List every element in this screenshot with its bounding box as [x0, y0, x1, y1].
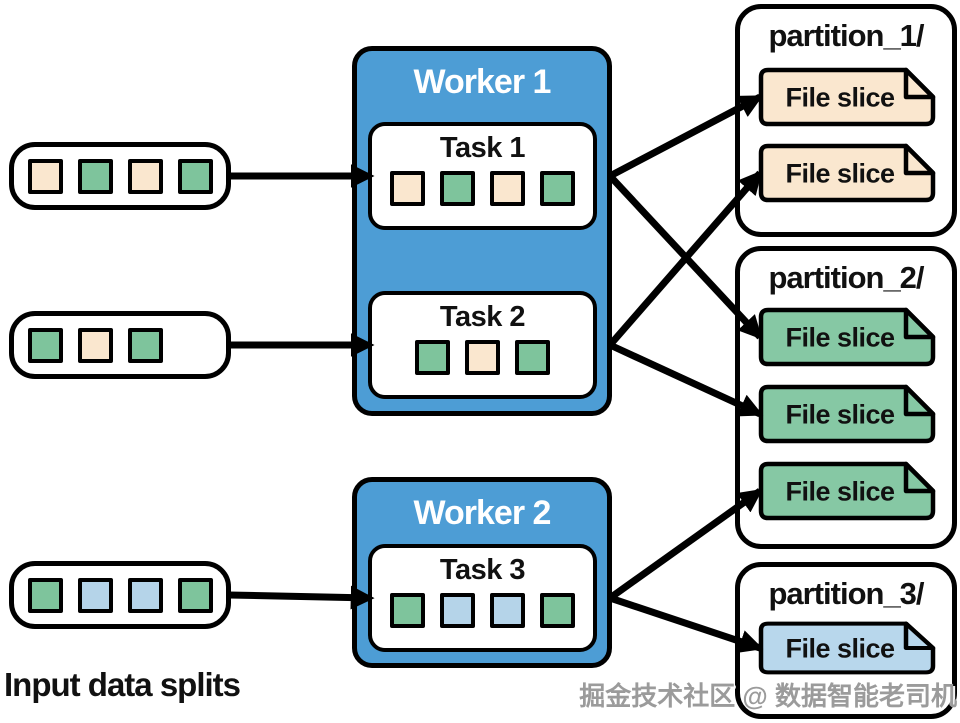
data-block: [78, 158, 113, 194]
data-block: [78, 577, 113, 613]
file-slice: File slice: [757, 66, 937, 128]
file-slice: File slice: [757, 383, 937, 445]
task-3-box: Task 3: [368, 544, 597, 652]
data-block: [440, 593, 475, 628]
task-1-box: Task 1: [368, 122, 597, 230]
data-block: [540, 171, 575, 206]
task-1-title: Task 1: [439, 132, 526, 164]
file-slice-label: File slice: [785, 476, 895, 507]
task-2-box: Task 2: [368, 291, 597, 399]
data-block: [178, 158, 213, 194]
data-block: [540, 593, 575, 628]
input-split-1: [9, 142, 231, 210]
data-block: [415, 340, 450, 375]
partition-2-box: partition_2/ File slice File slice File …: [735, 246, 957, 549]
file-slice-label: File slice: [785, 633, 895, 664]
partition-3-box: partition_3/ File slice: [735, 562, 957, 719]
input-data-splits-label: Input data splits: [4, 666, 241, 703]
partition-2-title: partition_2/: [768, 260, 924, 295]
document-icon: [758, 621, 936, 675]
data-block: [28, 577, 63, 613]
partition-3-title: partition_3/: [768, 576, 924, 611]
worker-2-title: Worker 2: [413, 494, 552, 532]
file-slice: File slice: [757, 306, 937, 368]
input-split-3: [9, 561, 231, 629]
data-block: [515, 340, 550, 375]
file-slice-label: File slice: [785, 158, 895, 189]
task-3-title: Task 3: [439, 554, 526, 586]
data-block: [28, 158, 63, 194]
data-block: [128, 327, 163, 363]
data-block: [490, 593, 525, 628]
file-slice: File slice: [757, 142, 937, 204]
data-block: [465, 340, 500, 375]
document-icon: [758, 67, 936, 127]
file-slice-label: File slice: [785, 82, 895, 113]
partition-1-title: partition_1/: [768, 18, 924, 53]
data-block: [390, 593, 425, 628]
data-block: [128, 158, 163, 194]
partition-1-box: partition_1/ File slice File slice: [735, 4, 957, 237]
data-block: [78, 327, 113, 363]
task-3-cells: [372, 593, 593, 628]
worker-1-box: Worker 1 Task 1 Task 2: [352, 46, 612, 416]
file-slice-label: File slice: [785, 399, 895, 430]
watermark-text: 掘金技术社区 @ 数据智能老司机: [579, 681, 957, 711]
document-icon: [758, 143, 936, 203]
data-block: [490, 171, 525, 206]
data-block: [128, 577, 163, 613]
data-block: [178, 577, 213, 613]
worker-1-title: Worker 1: [413, 63, 552, 101]
task-2-title: Task 2: [439, 301, 526, 333]
task-2-cells: [372, 340, 593, 375]
file-slice-label: File slice: [785, 322, 895, 353]
data-block: [28, 327, 63, 363]
data-block: [440, 171, 475, 206]
document-icon: [758, 461, 936, 521]
worker-2-box: Worker 2 Task 3: [352, 477, 612, 668]
input-split-2: [9, 311, 231, 379]
document-icon: [758, 384, 936, 444]
task-1-cells: [372, 171, 593, 206]
data-block: [390, 171, 425, 206]
file-slice: File slice: [757, 620, 937, 676]
file-slice: File slice: [757, 460, 937, 522]
